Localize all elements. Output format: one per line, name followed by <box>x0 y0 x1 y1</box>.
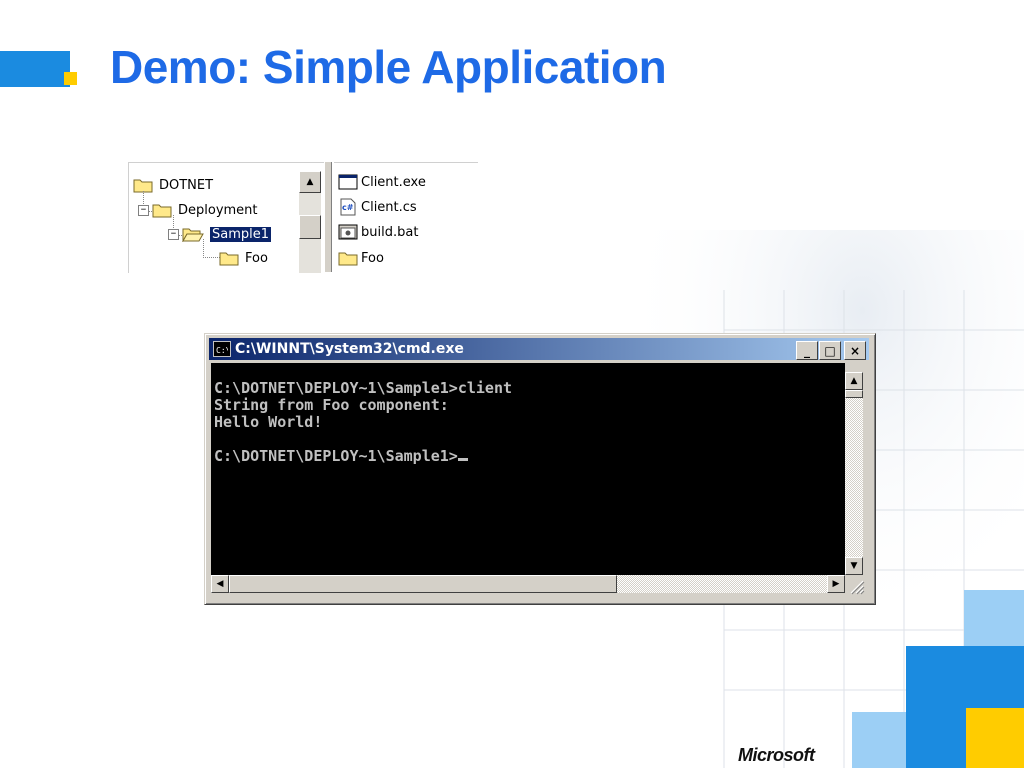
tree-item-deployment[interactable]: − Deployment <box>138 200 258 220</box>
folder-icon <box>152 204 172 218</box>
close-button[interactable]: × <box>844 341 866 360</box>
scroll-thumb[interactable] <box>845 390 863 398</box>
svg-text:c#: c# <box>342 203 354 212</box>
file-item-client-cs[interactable]: c# Client.cs <box>338 196 417 218</box>
file-item-foo-folder[interactable]: Foo <box>338 247 384 269</box>
text-cursor <box>457 458 468 461</box>
folder-icon <box>219 252 239 266</box>
scroll-thumb[interactable] <box>229 575 617 593</box>
tree-item-label: DOTNET <box>159 177 214 193</box>
tree-item-foo[interactable]: Foo <box>219 248 268 268</box>
slide-title: Demo: Simple Application <box>110 41 667 93</box>
pane-splitter[interactable] <box>324 162 332 272</box>
title-accent-square <box>64 72 77 85</box>
tree-vertical-scrollbar[interactable]: ▲ <box>299 171 321 273</box>
microsoft-logo: Microsoft <box>738 745 815 765</box>
console-line <box>214 363 845 380</box>
tree-item-label: Foo <box>245 250 268 266</box>
console-line: String from Foo component: <box>214 396 449 414</box>
collapse-icon[interactable]: − <box>138 204 149 216</box>
file-label: build.bat <box>361 224 419 240</box>
tree-item-dotnet[interactable]: DOTNET <box>133 175 213 195</box>
folder-icon <box>338 252 358 266</box>
caption-buttons: _ □ × <box>795 341 866 360</box>
open-folder-icon <box>182 228 204 242</box>
file-label: Foo <box>361 250 384 266</box>
console-line: C:\DOTNET\DEPLOY~1\Sample1>client <box>214 379 513 397</box>
exe-icon <box>338 174 358 190</box>
collapse-icon[interactable]: − <box>168 228 179 240</box>
scroll-up-icon[interactable]: ▲ <box>845 372 863 390</box>
svg-text:C:\: C:\ <box>216 346 228 354</box>
file-item-build-bat[interactable]: build.bat <box>338 221 418 243</box>
cmd-titlebar[interactable]: C:\ C:\WINNT\System32\cmd.exe _ □ × <box>209 338 869 360</box>
scroll-right-icon[interactable]: ▶ <box>827 575 845 593</box>
tree-item-sample1[interactable]: − Sample1 <box>168 224 272 244</box>
folder-tree: DOTNET − Deployment − Sample1 Foo ▲ <box>128 162 329 273</box>
explorer-snippet: DOTNET − Deployment − Sample1 Foo ▲ Clie… <box>128 162 478 273</box>
resize-grip-icon[interactable] <box>847 577 865 595</box>
console-output[interactable]: C:\DOTNET\DEPLOY~1\Sample1>client String… <box>211 363 845 575</box>
minimize-button[interactable]: _ <box>796 341 818 360</box>
scroll-up-icon[interactable]: ▲ <box>299 171 321 193</box>
scroll-left-icon[interactable]: ◀ <box>211 575 229 593</box>
scroll-down-icon[interactable]: ▼ <box>845 557 863 575</box>
console-prompt: C:\DOTNET\DEPLOY~1\Sample1> <box>214 447 458 465</box>
console-line <box>214 431 845 448</box>
cmd-vertical-scrollbar[interactable]: ▲ ▼ <box>845 372 863 575</box>
folder-icon <box>133 179 153 193</box>
console-icon[interactable]: C:\ <box>213 341 231 357</box>
file-label: Client.exe <box>361 174 426 190</box>
cmd-horizontal-scrollbar[interactable]: ◀ ▶ <box>211 575 845 593</box>
csharp-file-icon: c# <box>340 198 356 216</box>
console-line: Hello World! <box>214 413 323 431</box>
batch-file-icon <box>338 224 358 240</box>
maximize-button[interactable]: □ <box>819 341 841 360</box>
scroll-thumb[interactable] <box>299 215 321 239</box>
file-list: Client.exe c# Client.cs build.bat Foo <box>334 162 478 273</box>
file-item-client-exe[interactable]: Client.exe <box>338 171 426 193</box>
title-accent-bar <box>0 51 70 87</box>
console-prompt-line: C:\DOTNET\DEPLOY~1\Sample1> <box>214 448 845 465</box>
cmd-window: C:\ C:\WINNT\System32\cmd.exe _ □ × C:\D… <box>204 333 876 605</box>
tree-item-label: Deployment <box>178 202 258 218</box>
file-label: Client.cs <box>361 199 417 215</box>
cmd-title: C:\WINNT\System32\cmd.exe <box>235 341 464 357</box>
tree-connector <box>203 239 220 258</box>
tree-item-label-selected: Sample1 <box>210 226 272 242</box>
